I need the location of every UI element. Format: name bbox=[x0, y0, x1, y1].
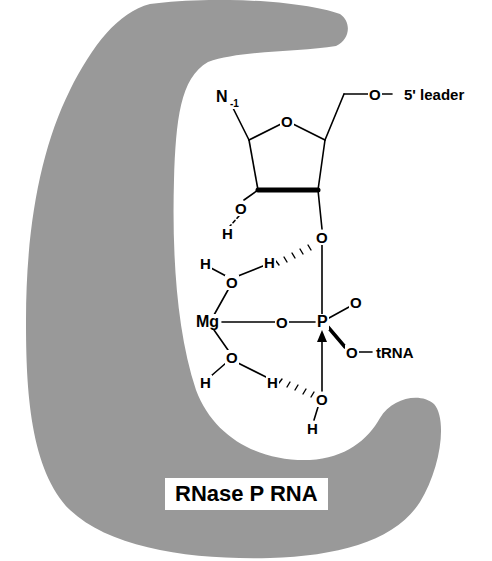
atom-label: H bbox=[263, 255, 276, 270]
atom-label: O bbox=[280, 114, 294, 129]
atom-label: O bbox=[368, 87, 382, 102]
atom-label: O bbox=[349, 295, 363, 310]
atom-label: Mg bbox=[195, 314, 220, 330]
atom-label: -1 bbox=[229, 99, 240, 109]
atom-label: O bbox=[315, 392, 329, 407]
box-title: RNase P RNA bbox=[175, 483, 318, 505]
atom-label: O bbox=[275, 315, 289, 330]
atom-label: H bbox=[199, 256, 212, 271]
atom-label: O bbox=[345, 345, 359, 360]
atom-label: O bbox=[315, 230, 329, 245]
atom-label: N bbox=[215, 89, 229, 105]
atom-label: O bbox=[225, 350, 239, 365]
atom-label: H bbox=[266, 375, 279, 390]
atom-label: O bbox=[225, 275, 239, 290]
atom-label: H bbox=[221, 226, 234, 241]
atom-label: H bbox=[306, 421, 319, 436]
atom-label: 5' leader bbox=[403, 87, 465, 102]
label-box: RNase P RNA bbox=[165, 478, 328, 510]
atom-label: tRNA bbox=[375, 345, 415, 360]
atom-label: O bbox=[234, 201, 248, 216]
chemical-bonds bbox=[211, 94, 392, 420]
rnase-p-rna-shape bbox=[26, 0, 441, 558]
atom-label: H bbox=[199, 375, 212, 390]
atom-label: P bbox=[316, 314, 329, 330]
